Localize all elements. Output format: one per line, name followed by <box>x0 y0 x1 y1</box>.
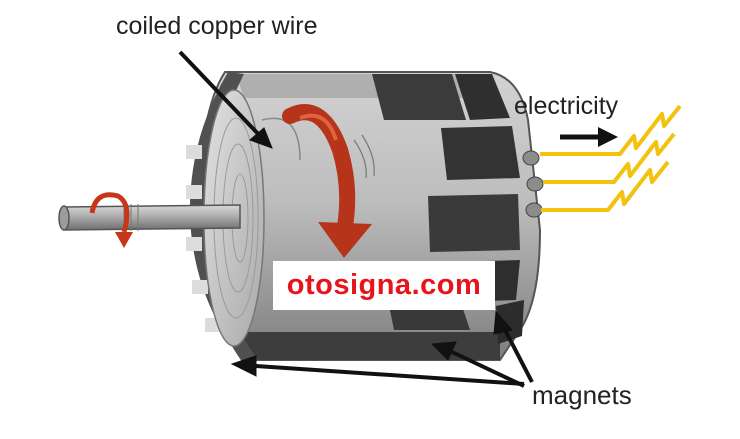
watermark: otosigna.com <box>273 261 495 310</box>
rotor-rotation-arrow <box>282 104 375 258</box>
end-cap <box>186 72 258 362</box>
shaft <box>58 204 241 231</box>
lightning-wire-icon <box>540 104 682 212</box>
electricity-label: electricity <box>514 92 619 120</box>
callout-arrows <box>178 50 534 388</box>
curved-arrow-icon <box>89 192 133 248</box>
coiled-copper-wire-label: coiled copper wire <box>116 12 318 40</box>
arrow-right-icon <box>560 127 618 147</box>
magnets-label: magnets <box>532 380 632 410</box>
